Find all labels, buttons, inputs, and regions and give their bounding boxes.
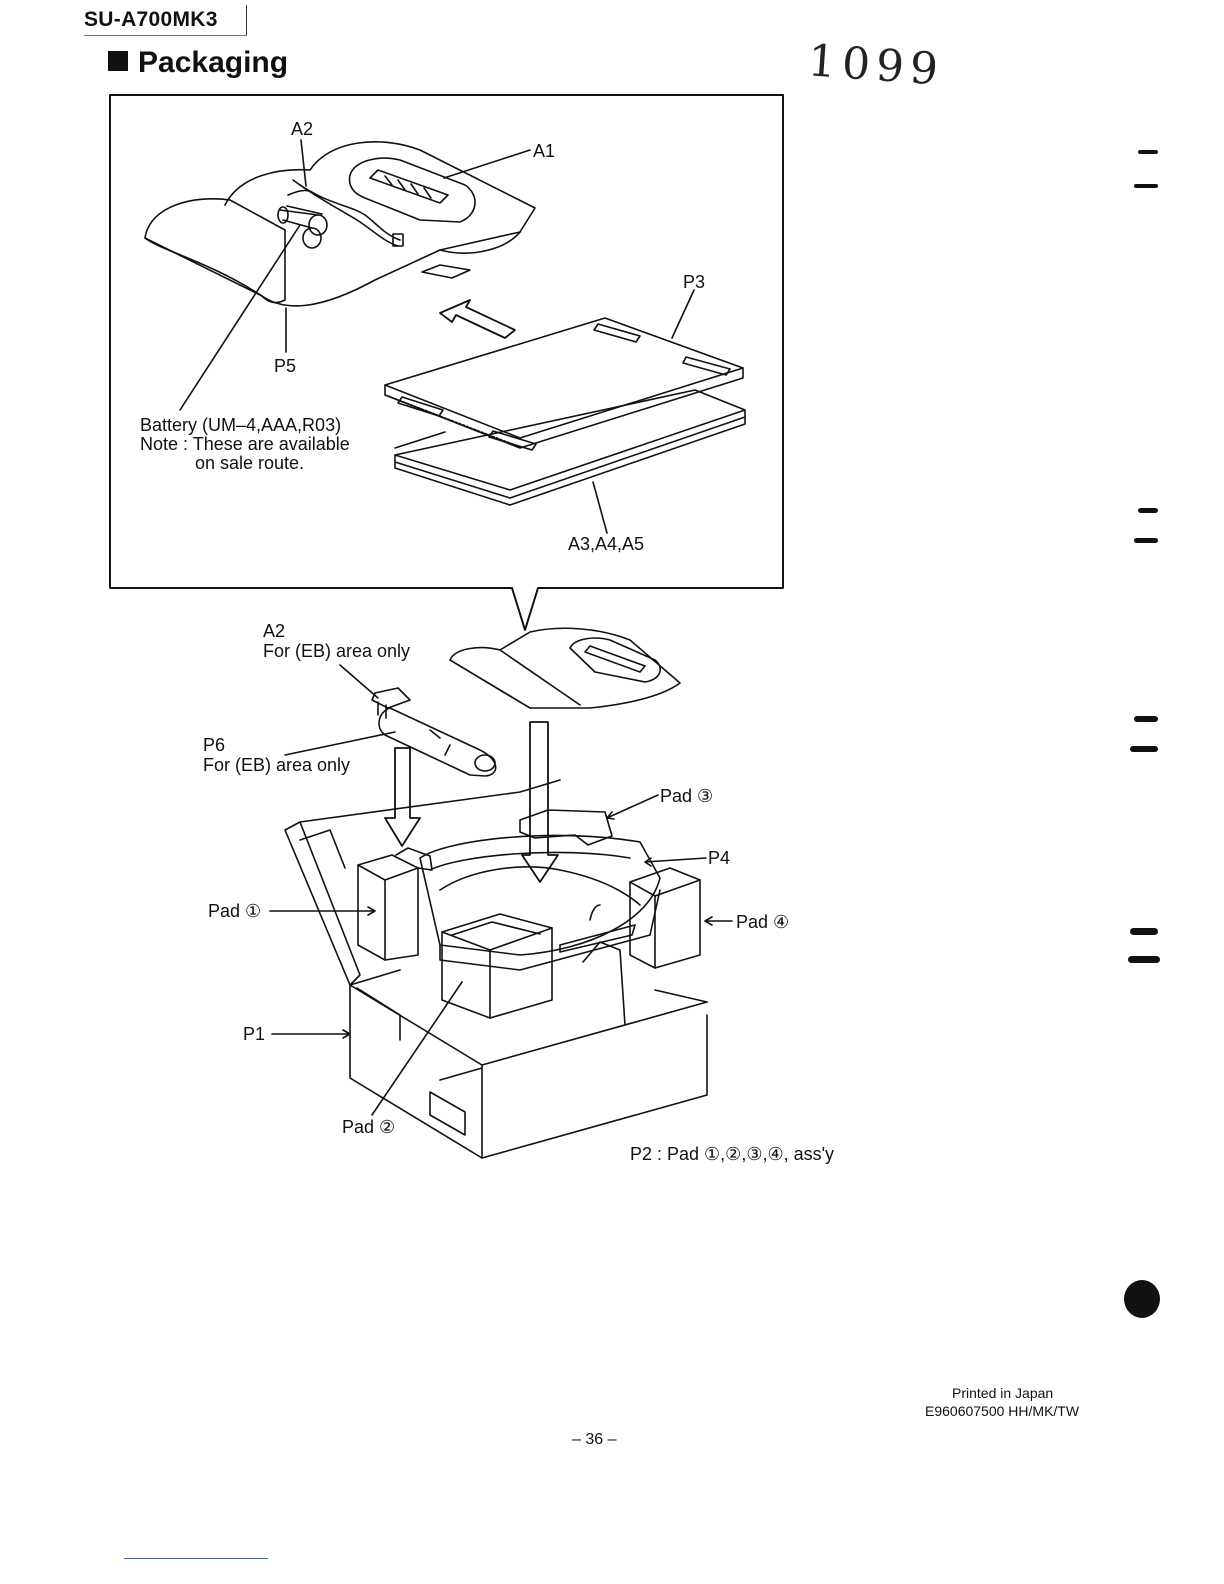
label-p6: P6: [203, 735, 225, 755]
pad-4: [630, 868, 700, 968]
label-p3: P3: [683, 272, 705, 292]
edge-mark: [1138, 508, 1158, 513]
unit-p4: [420, 835, 660, 970]
document-code: E960607500 HH/MK/TW: [925, 1403, 1079, 1419]
edge-mark: [1134, 184, 1158, 188]
edge-mark: [1134, 716, 1158, 722]
label-pad1: Pad ①: [208, 901, 261, 921]
punch-hole: [1124, 1280, 1160, 1318]
edge-mark: [1128, 956, 1160, 963]
leader-battery: [180, 225, 300, 410]
down-arrow-left-icon: [385, 748, 420, 846]
label-note-line2: on sale route.: [195, 453, 304, 473]
leader-a2-bottom: [340, 665, 378, 698]
label-note-line1: Note : These are available: [140, 434, 350, 454]
leader-pad1: [270, 907, 375, 915]
edge-mark: [1134, 538, 1158, 543]
edge-mark: [1138, 150, 1158, 154]
bag-label: [422, 265, 470, 278]
printed-in: Printed in Japan: [952, 1385, 1053, 1401]
bottom-rule: [124, 1558, 268, 1559]
label-a2-top: A2: [291, 119, 313, 139]
down-arrow-right-icon: [522, 722, 558, 882]
board-p3: [385, 318, 743, 450]
leader-a345: [593, 482, 607, 533]
bag-small: [450, 628, 680, 708]
leader-p3: [672, 290, 694, 338]
label-pad3: Pad ③: [660, 786, 713, 806]
leader-p4: [645, 858, 706, 866]
bag-p5: [145, 142, 535, 306]
leader-pad3: [607, 795, 658, 819]
leader-p6: [285, 732, 395, 755]
label-a2-bottom: A2: [263, 621, 285, 641]
label-p4: P4: [708, 848, 730, 868]
label-pad2: Pad ②: [342, 1117, 395, 1137]
leader-pad2: [372, 982, 462, 1115]
pad-3: [520, 810, 612, 845]
page-number: – 36 –: [572, 1431, 616, 1449]
label-a2-area: For (EB) area only: [263, 641, 410, 661]
label-pad4: Pad ④: [736, 912, 789, 932]
label-p2: P2 : Pad ①,②,③,④, ass'y: [630, 1144, 834, 1164]
label-p5: P5: [274, 356, 296, 376]
edge-mark: [1130, 928, 1158, 935]
label-battery: Battery (UM–4,AAA,R03): [140, 415, 341, 435]
label-p6-area: For (EB) area only: [203, 755, 350, 775]
label-a1: A1: [533, 141, 555, 161]
edge-mark: [1130, 746, 1158, 752]
leader-a1: [444, 150, 530, 178]
insert-arrow-icon: [440, 300, 515, 338]
plug-p6: [372, 688, 496, 776]
manuals-a3-a5: [395, 390, 745, 505]
leader-a2-top: [301, 140, 306, 186]
label-a345: A3,A4,A5: [568, 534, 644, 554]
leader-p1: [272, 1030, 350, 1038]
leader-pad4: [705, 917, 732, 925]
label-p1: P1: [243, 1024, 265, 1044]
box-p1: [285, 780, 707, 1158]
